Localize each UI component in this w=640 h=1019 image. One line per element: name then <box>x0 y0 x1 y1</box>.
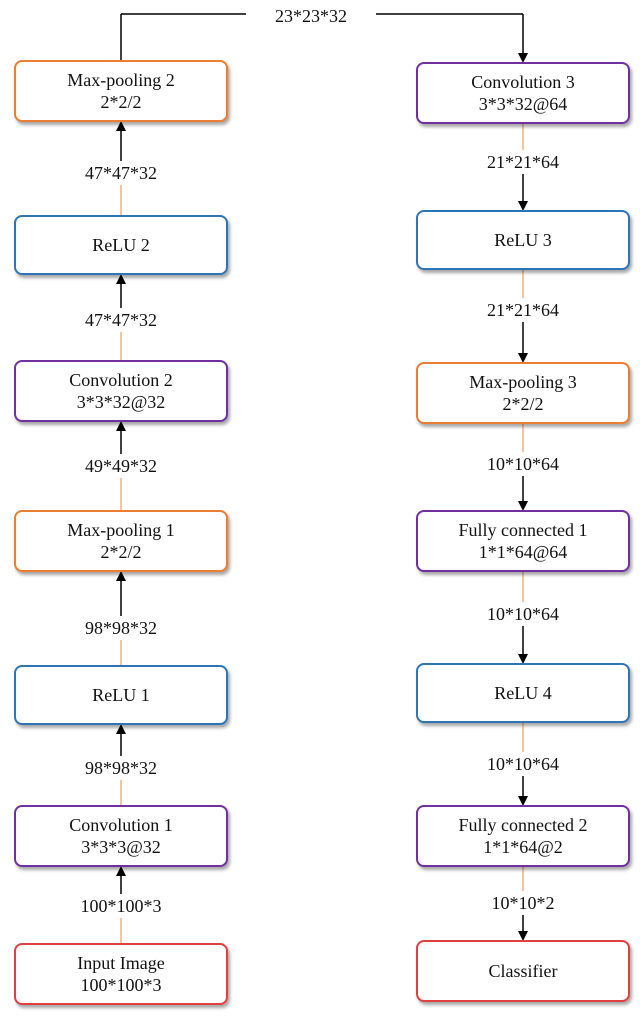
node-relu-4: ReLU 4 <box>416 663 630 723</box>
dimension-label: 47*47*32 <box>82 163 160 183</box>
bridge-dimension-label: 23*23*32 <box>272 6 350 26</box>
node-param: 1*1*64@64 <box>478 542 568 562</box>
node-param: 2*2/2 <box>100 92 142 112</box>
node-relu-2: ReLU 2 <box>14 215 228 275</box>
node-param: 2*2/2 <box>100 542 142 562</box>
node-title: Max-pooling 3 <box>469 372 577 392</box>
node-relu-3: ReLU 3 <box>416 210 630 270</box>
node-param: 3*3*3@32 <box>81 837 161 857</box>
dimension-label: 21*21*64 <box>484 152 562 172</box>
dimension-label: 10*10*2 <box>488 893 558 913</box>
node-title: ReLU 1 <box>92 685 150 705</box>
dimension-label: 98*98*32 <box>82 758 160 778</box>
dimension-label: 10*10*64 <box>484 604 562 624</box>
node-title: Input Image <box>77 953 165 973</box>
node-title: Convolution 1 <box>69 815 173 835</box>
node-title: Fully connected 1 <box>458 520 588 540</box>
node-param: 3*3*32@32 <box>76 392 166 412</box>
node-param: 1*1*64@2 <box>483 837 563 857</box>
dimension-label: 10*10*64 <box>484 454 562 474</box>
node-title: Convolution 2 <box>69 370 173 390</box>
node-title: ReLU 4 <box>494 683 552 703</box>
node-title: Classifier <box>488 961 558 981</box>
dimension-label: 47*47*32 <box>82 310 160 330</box>
node-param: 100*100*3 <box>80 975 162 995</box>
dimension-label: 49*49*32 <box>82 456 160 476</box>
dimension-label: 100*100*3 <box>77 896 165 916</box>
node-param: 2*2/2 <box>502 394 544 414</box>
dimension-label: 98*98*32 <box>82 618 160 638</box>
node-title: Convolution 3 <box>471 72 575 92</box>
node-classifier: Classifier <box>416 940 630 1002</box>
node-title: Max-pooling 1 <box>67 520 175 540</box>
dimension-label: 10*10*64 <box>484 754 562 774</box>
node-title: ReLU 2 <box>92 235 150 255</box>
node-title: Max-pooling 2 <box>67 70 175 90</box>
node-param: 3*3*32@64 <box>478 94 568 114</box>
dimension-label: 21*21*64 <box>484 300 562 320</box>
node-relu-1: ReLU 1 <box>14 665 228 725</box>
node-title: ReLU 3 <box>494 230 552 250</box>
node-title: Fully connected 2 <box>458 815 588 835</box>
